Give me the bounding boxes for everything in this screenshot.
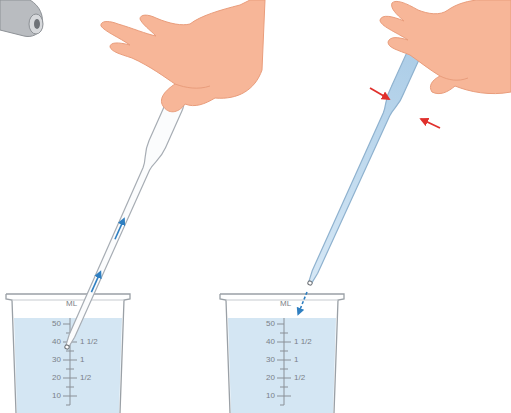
cup-fraction: 1 1/2 bbox=[294, 338, 312, 346]
beaker bbox=[6, 294, 130, 413]
faucet bbox=[0, 0, 43, 37]
beaker bbox=[220, 294, 344, 413]
hand-right bbox=[380, 0, 511, 94]
unit-label: ML bbox=[66, 300, 77, 308]
squeeze-arrow bbox=[421, 119, 440, 128]
scale-number: 20 bbox=[266, 374, 275, 382]
pipette-empty bbox=[58, 91, 188, 352]
scale-number: 30 bbox=[52, 356, 61, 364]
scale-number: 40 bbox=[52, 338, 61, 346]
scale-number: 10 bbox=[266, 392, 275, 400]
scale-number: 50 bbox=[266, 320, 275, 328]
hand-left bbox=[101, 0, 265, 112]
cup-fraction: 1 bbox=[80, 356, 84, 364]
scale-number: 20 bbox=[52, 374, 61, 382]
scale-number: 10 bbox=[52, 392, 61, 400]
unit-label: ML bbox=[280, 300, 291, 308]
cup-fraction: 1 bbox=[294, 356, 298, 364]
squeeze-arrow bbox=[370, 88, 389, 99]
cup-fraction: 1/2 bbox=[80, 374, 91, 382]
scale-number: 30 bbox=[266, 356, 275, 364]
scale-number: 40 bbox=[266, 338, 275, 346]
drip-arrow bbox=[299, 292, 307, 312]
cup-fraction: 1/2 bbox=[294, 374, 305, 382]
pipette-filled bbox=[303, 32, 429, 287]
scale-number: 50 bbox=[52, 320, 61, 328]
cup-fraction: 1 1/2 bbox=[80, 338, 98, 346]
